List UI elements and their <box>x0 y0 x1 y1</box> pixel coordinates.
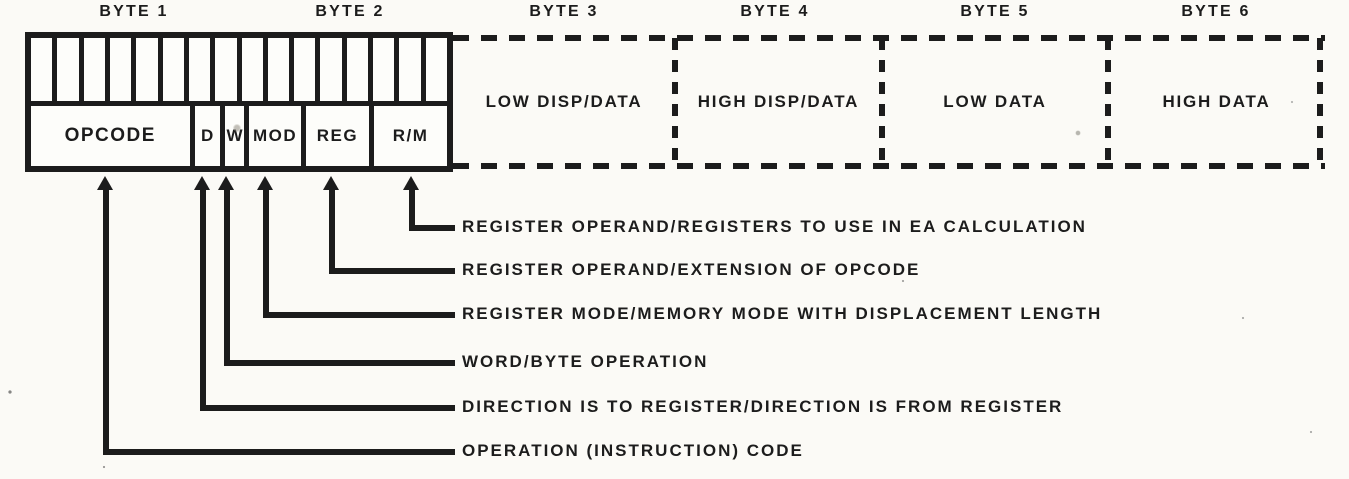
byte5-label: LOW DATA <box>943 92 1047 111</box>
annotation-label-mod: REGISTER MODE/MEMORY MODE WITH DISPLACEM… <box>462 304 1103 323</box>
dashed-divider <box>879 38 885 166</box>
field-mod: MOD <box>249 105 301 166</box>
dashed-divider <box>672 38 678 166</box>
dashed-top-border <box>453 35 1325 41</box>
bit-cell <box>425 38 447 101</box>
arrow-up-icon <box>323 176 339 190</box>
byte6-label: HIGH DATA <box>1162 92 1271 111</box>
field-rm: R/M <box>374 105 447 166</box>
dashed-bottom-border <box>453 163 1325 169</box>
connector-line <box>201 405 455 411</box>
field-reg: REG <box>305 105 370 166</box>
bit-cell <box>294 38 316 101</box>
byte5-cell: LOW DATA <box>882 35 1111 169</box>
field-d: D <box>194 105 220 166</box>
bit-cell <box>346 38 369 101</box>
connector-line <box>410 225 455 231</box>
byte3-cell: LOW DISP/DATA <box>453 35 678 169</box>
connector-line <box>263 190 269 318</box>
field-row: OPCODE D W MOD REG R/M <box>31 105 447 166</box>
bit-cell <box>267 38 290 101</box>
byte1-2-box: OPCODE D W MOD REG R/M <box>25 32 453 172</box>
byte4-header: BYTE 4 <box>740 3 810 20</box>
connector-line <box>409 190 415 231</box>
connector-line <box>225 360 455 366</box>
connector-line <box>104 449 455 455</box>
dashed-right-border <box>1317 38 1323 166</box>
connector-line <box>200 190 206 411</box>
connector-line <box>330 268 455 274</box>
bit-cell <box>136 38 158 101</box>
field-w: W <box>224 105 245 166</box>
dashed-divider <box>1105 38 1111 166</box>
annotation-label-d: DIRECTION IS TO REGISTER/DIRECTION IS FR… <box>462 397 1064 416</box>
arrow-up-icon <box>97 176 113 190</box>
bit-cell <box>57 38 79 101</box>
arrow-up-icon <box>257 176 273 190</box>
byte5-header: BYTE 5 <box>960 3 1030 20</box>
byte3-label: LOW DISP/DATA <box>485 92 643 111</box>
connector-line <box>224 190 230 366</box>
byte4-cell: HIGH DISP/DATA <box>675 35 885 169</box>
byte1-header: BYTE 1 <box>99 3 169 20</box>
byte4-label: HIGH DISP/DATA <box>697 92 860 111</box>
byte6-header: BYTE 6 <box>1181 3 1251 20</box>
annotation-label-w: WORD/BYTE OPERATION <box>462 352 709 371</box>
bit-cell <box>399 38 421 101</box>
bit-cell <box>83 38 105 101</box>
annotation-label-reg: REGISTER OPERAND/EXTENSION OF OPCODE <box>462 260 921 279</box>
arrow-up-icon <box>403 176 419 190</box>
bit-cell <box>320 38 342 101</box>
bit-cell <box>31 38 53 101</box>
byte3-header: BYTE 3 <box>529 3 599 20</box>
connector-line <box>103 190 109 455</box>
annotation-label-opcode: OPERATION (INSTRUCTION) CODE <box>462 441 804 460</box>
bit-cell <box>162 38 184 101</box>
arrow-up-icon <box>194 176 210 190</box>
bytes3-6-box: LOW DISP/DATA HIGH DISP/DATA LOW DATA HI… <box>453 35 1325 169</box>
arrow-up-icon <box>218 176 234 190</box>
bit-cell <box>373 38 395 101</box>
field-opcode: OPCODE <box>31 105 190 166</box>
bit-cell <box>109 38 132 101</box>
bit-cell <box>215 38 237 101</box>
byte2-header: BYTE 2 <box>315 3 385 20</box>
bit-cell-row <box>31 38 447 101</box>
connector-line <box>264 312 455 318</box>
annotation-label-rm: REGISTER OPERAND/REGISTERS TO USE IN EA … <box>462 217 1087 236</box>
bit-cell <box>188 38 211 101</box>
connector-line <box>329 190 335 274</box>
byte6-cell: HIGH DATA <box>1108 35 1325 169</box>
bit-cell <box>241 38 263 101</box>
